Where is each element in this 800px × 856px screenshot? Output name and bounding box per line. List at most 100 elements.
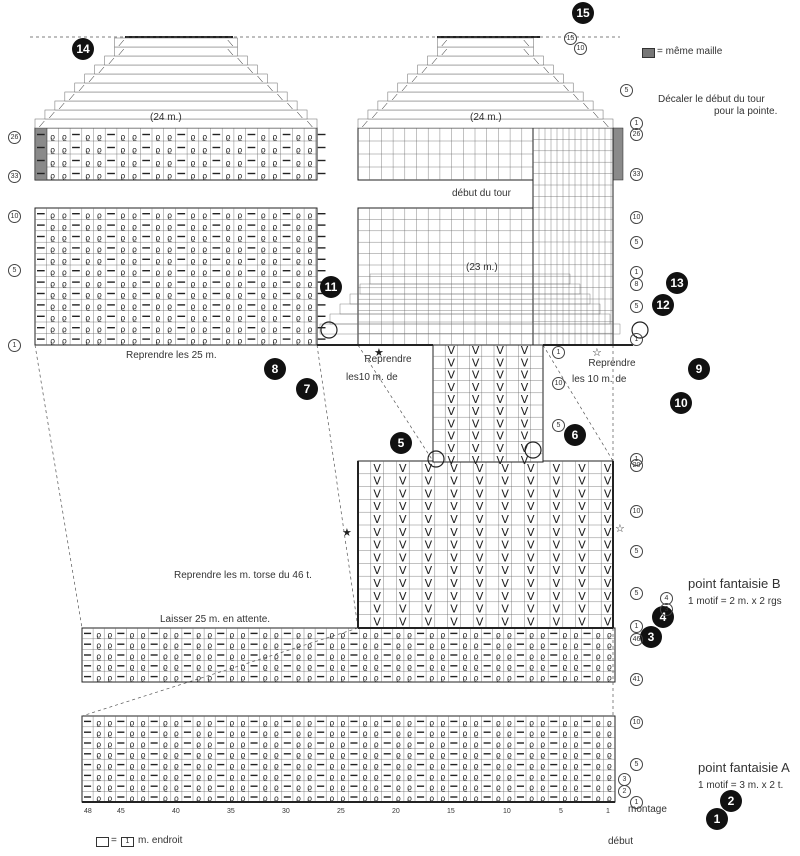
twisted-stitch-symbol: ϱ [85, 302, 90, 311]
slip-stitch-symbol: V [373, 564, 381, 577]
twisted-stitch-symbol: ϱ [97, 257, 102, 266]
decrease-symbol: ⟋ [402, 84, 408, 93]
twisted-stitch-symbol: ϱ [237, 222, 242, 231]
label-debut: début [608, 836, 634, 847]
twisted-stitch-symbol: ϱ [440, 794, 445, 803]
twisted-stitch-symbol: ϱ [407, 663, 412, 672]
twisted-stitch-symbol: ϱ [596, 751, 601, 760]
twisted-stitch-symbol: ϱ [240, 674, 245, 683]
row-marker: 20 [630, 459, 643, 472]
twisted-stitch-symbol: ϱ [229, 751, 234, 760]
slip-stitch-symbol: V [476, 577, 484, 590]
twisted-stitch-symbol: ϱ [596, 762, 601, 771]
twisted-stitch-symbol: ϱ [261, 268, 266, 277]
twisted-stitch-symbol: ϱ [296, 222, 301, 231]
decrease-symbol: ⟍ [227, 39, 233, 48]
twisted-stitch-symbol: ϱ [407, 794, 412, 803]
twisted-stitch-symbol: ϱ [429, 718, 434, 727]
left-top-row [114, 46, 238, 57]
twisted-stitch-symbol: ϱ [272, 302, 277, 311]
twisted-stitch-symbol: ϱ [440, 740, 445, 749]
slip-stitch-symbol: V [476, 590, 484, 603]
twisted-stitch-symbol: ϱ [261, 257, 266, 266]
twisted-stitch-symbol: ϱ [85, 133, 90, 142]
twisted-stitch-symbol: ϱ [129, 762, 134, 771]
twisted-stitch-symbol: ϱ [163, 652, 168, 661]
twisted-stitch-symbol: ϱ [272, 146, 277, 155]
twisted-stitch-symbol: ϱ [120, 325, 125, 334]
twisted-stitch-symbol: ϱ [307, 641, 312, 650]
twisted-stitch-symbol: ϱ [62, 222, 67, 231]
decrease-symbol: ⟋ [372, 111, 378, 120]
twisted-stitch-symbol: ϱ [167, 336, 172, 345]
slip-stitch-symbol: V [450, 500, 458, 513]
twisted-stitch-symbol: ϱ [407, 729, 412, 738]
decrease-symbol: ⟋ [89, 75, 95, 84]
right-top-row [417, 64, 554, 75]
twisted-stitch-symbol: ϱ [196, 740, 201, 749]
twisted-stitch-symbol: ϱ [141, 674, 146, 683]
twisted-stitch-symbol: ϱ [307, 234, 312, 243]
twisted-stitch-symbol: ϱ [97, 291, 102, 300]
twisted-stitch-symbol: ϱ [274, 794, 279, 803]
twisted-stitch-symbol: ϱ [507, 630, 512, 639]
twisted-stitch-symbol: ϱ [274, 783, 279, 792]
twisted-stitch-symbol: ϱ [263, 652, 268, 661]
slip-stitch-symbol: V [578, 603, 586, 616]
twisted-stitch-symbol: ϱ [272, 279, 277, 288]
slip-stitch-symbol: V [373, 551, 381, 564]
twisted-stitch-symbol: ϱ [174, 663, 179, 672]
twisted-stitch-symbol: ϱ [540, 674, 545, 683]
twisted-stitch-symbol: ϱ [167, 245, 172, 254]
twisted-stitch-symbol: ϱ [363, 663, 368, 672]
twisted-stitch-symbol: ϱ [132, 245, 137, 254]
twisted-stitch-symbol: ϱ [340, 762, 345, 771]
twisted-stitch-symbol: ϱ [573, 772, 578, 781]
twisted-stitch-symbol: ϱ [307, 146, 312, 155]
twisted-stitch-symbol: ϱ [596, 729, 601, 738]
twisted-stitch-symbol: ϱ [120, 279, 125, 288]
slip-stitch-symbol: V [476, 487, 484, 500]
twisted-stitch-symbol: ϱ [132, 146, 137, 155]
twisted-stitch-symbol: ϱ [263, 783, 268, 792]
twisted-stitch-symbol: ϱ [96, 663, 101, 672]
twisted-stitch-symbol: ϱ [229, 762, 234, 771]
twisted-stitch-symbol: ϱ [167, 133, 172, 142]
twisted-stitch-symbol: ϱ [50, 257, 55, 266]
twisted-stitch-symbol: ϱ [155, 159, 160, 168]
slip-stitch-symbol: V [501, 551, 509, 564]
stitch-circle [320, 321, 338, 339]
slip-stitch-symbol: V [501, 615, 509, 628]
twisted-stitch-symbol: ϱ [307, 257, 312, 266]
twisted-stitch-symbol: ϱ [207, 794, 212, 803]
twisted-stitch-symbol: ϱ [132, 172, 137, 181]
slip-stitch-symbol: V [527, 603, 535, 616]
twisted-stitch-symbol: ϱ [129, 718, 134, 727]
slip-stitch-symbol: V [578, 500, 586, 513]
chart-grids [34, 37, 624, 803]
decrease-symbol: ⟋ [99, 66, 105, 75]
row-marker: 1 [630, 796, 643, 809]
guide-dash [542, 344, 614, 462]
slip-stitch-symbol: V [501, 475, 509, 488]
row-marker: 33 [8, 170, 21, 183]
twisted-stitch-symbol: ϱ [296, 772, 301, 781]
slip-stitch-symbol: V [476, 564, 484, 577]
twisted-stitch-symbol: ϱ [496, 794, 501, 803]
twisted-stitch-symbol: ϱ [296, 729, 301, 738]
slip-stitch-symbol: V [527, 564, 535, 577]
twisted-stitch-symbol: ϱ [120, 336, 125, 345]
slip-stitch-symbol: V [399, 462, 407, 475]
slip-stitch-symbol: V [501, 577, 509, 590]
twisted-stitch-symbol: ϱ [274, 718, 279, 727]
twisted-stitch-symbol: ϱ [462, 663, 467, 672]
twisted-stitch-symbol: ϱ [496, 641, 501, 650]
twisted-stitch-symbol: ϱ [340, 729, 345, 738]
slip-stitch-symbol: V [373, 577, 381, 590]
twisted-stitch-symbol: ϱ [440, 630, 445, 639]
decrease-symbol: ⟍ [603, 120, 609, 129]
twisted-stitch-symbol: ϱ [496, 663, 501, 672]
twisted-stitch-symbol: ϱ [596, 630, 601, 639]
twisted-stitch-symbol: ϱ [396, 762, 401, 771]
twisted-stitch-symbol: ϱ [261, 234, 266, 243]
